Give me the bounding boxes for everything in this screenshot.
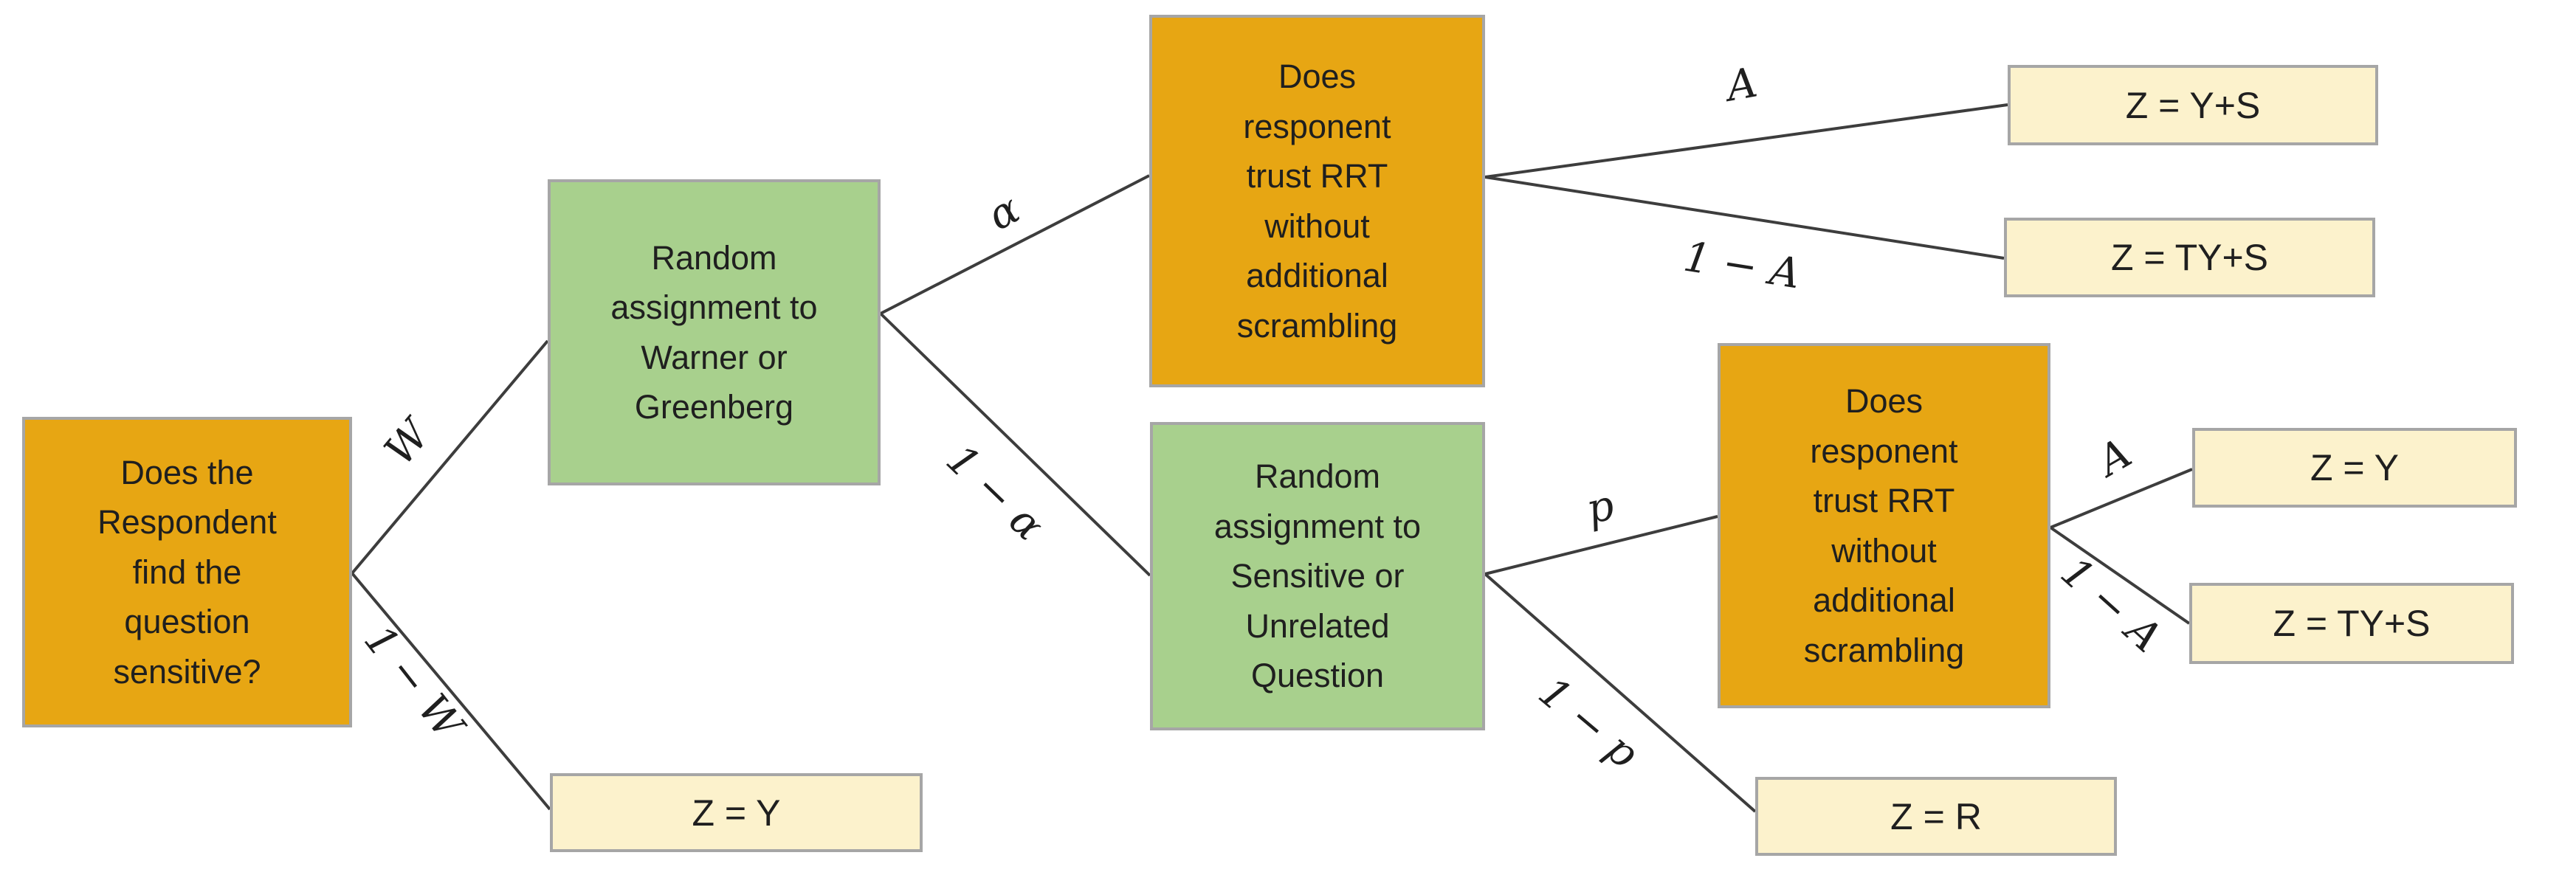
edge-1-minus-p-line (1484, 573, 1757, 813)
edge-1-minus-a1-line (1484, 176, 2005, 260)
outcome-z-equals-r: Z = R (1755, 777, 2117, 856)
outcome-z-equals-ty-plus-s-top: Z = TY+S (2004, 218, 2375, 297)
edge-1-minus-w-line (351, 572, 551, 811)
edge-p-line (1484, 515, 1718, 575)
node-trust-rrt-top: Does responent trust RRT without additio… (1149, 15, 1485, 387)
edge-alpha-line (880, 174, 1150, 315)
outcome-z-equals-y-bottom: Z = Y (550, 773, 923, 852)
node-trust-rrt-bottom: Does responent trust RRT without additio… (1718, 343, 2050, 708)
edge-1-minus-a2-line (2049, 526, 2191, 625)
edge-w-line (351, 339, 549, 575)
edge-a2-line (2050, 468, 2193, 529)
node-question-sensitive: Does the Respondent find the question se… (22, 417, 352, 727)
node-random-warner-greenberg: Random assignment to Warner or Greenberg (548, 179, 881, 485)
edge-a1-line (1484, 103, 2008, 179)
outcome-z-equals-ty-plus-s-right: Z = TY+S (2189, 583, 2514, 664)
outcome-z-equals-y-right: Z = Y (2192, 428, 2517, 508)
node-random-sensitive-unrelated: Random assignment to Sensitive or Unrela… (1150, 422, 1485, 730)
outcome-z-equals-y-plus-s: Z = Y+S (2008, 65, 2378, 145)
edge-1-minus-alpha-line (879, 312, 1151, 577)
